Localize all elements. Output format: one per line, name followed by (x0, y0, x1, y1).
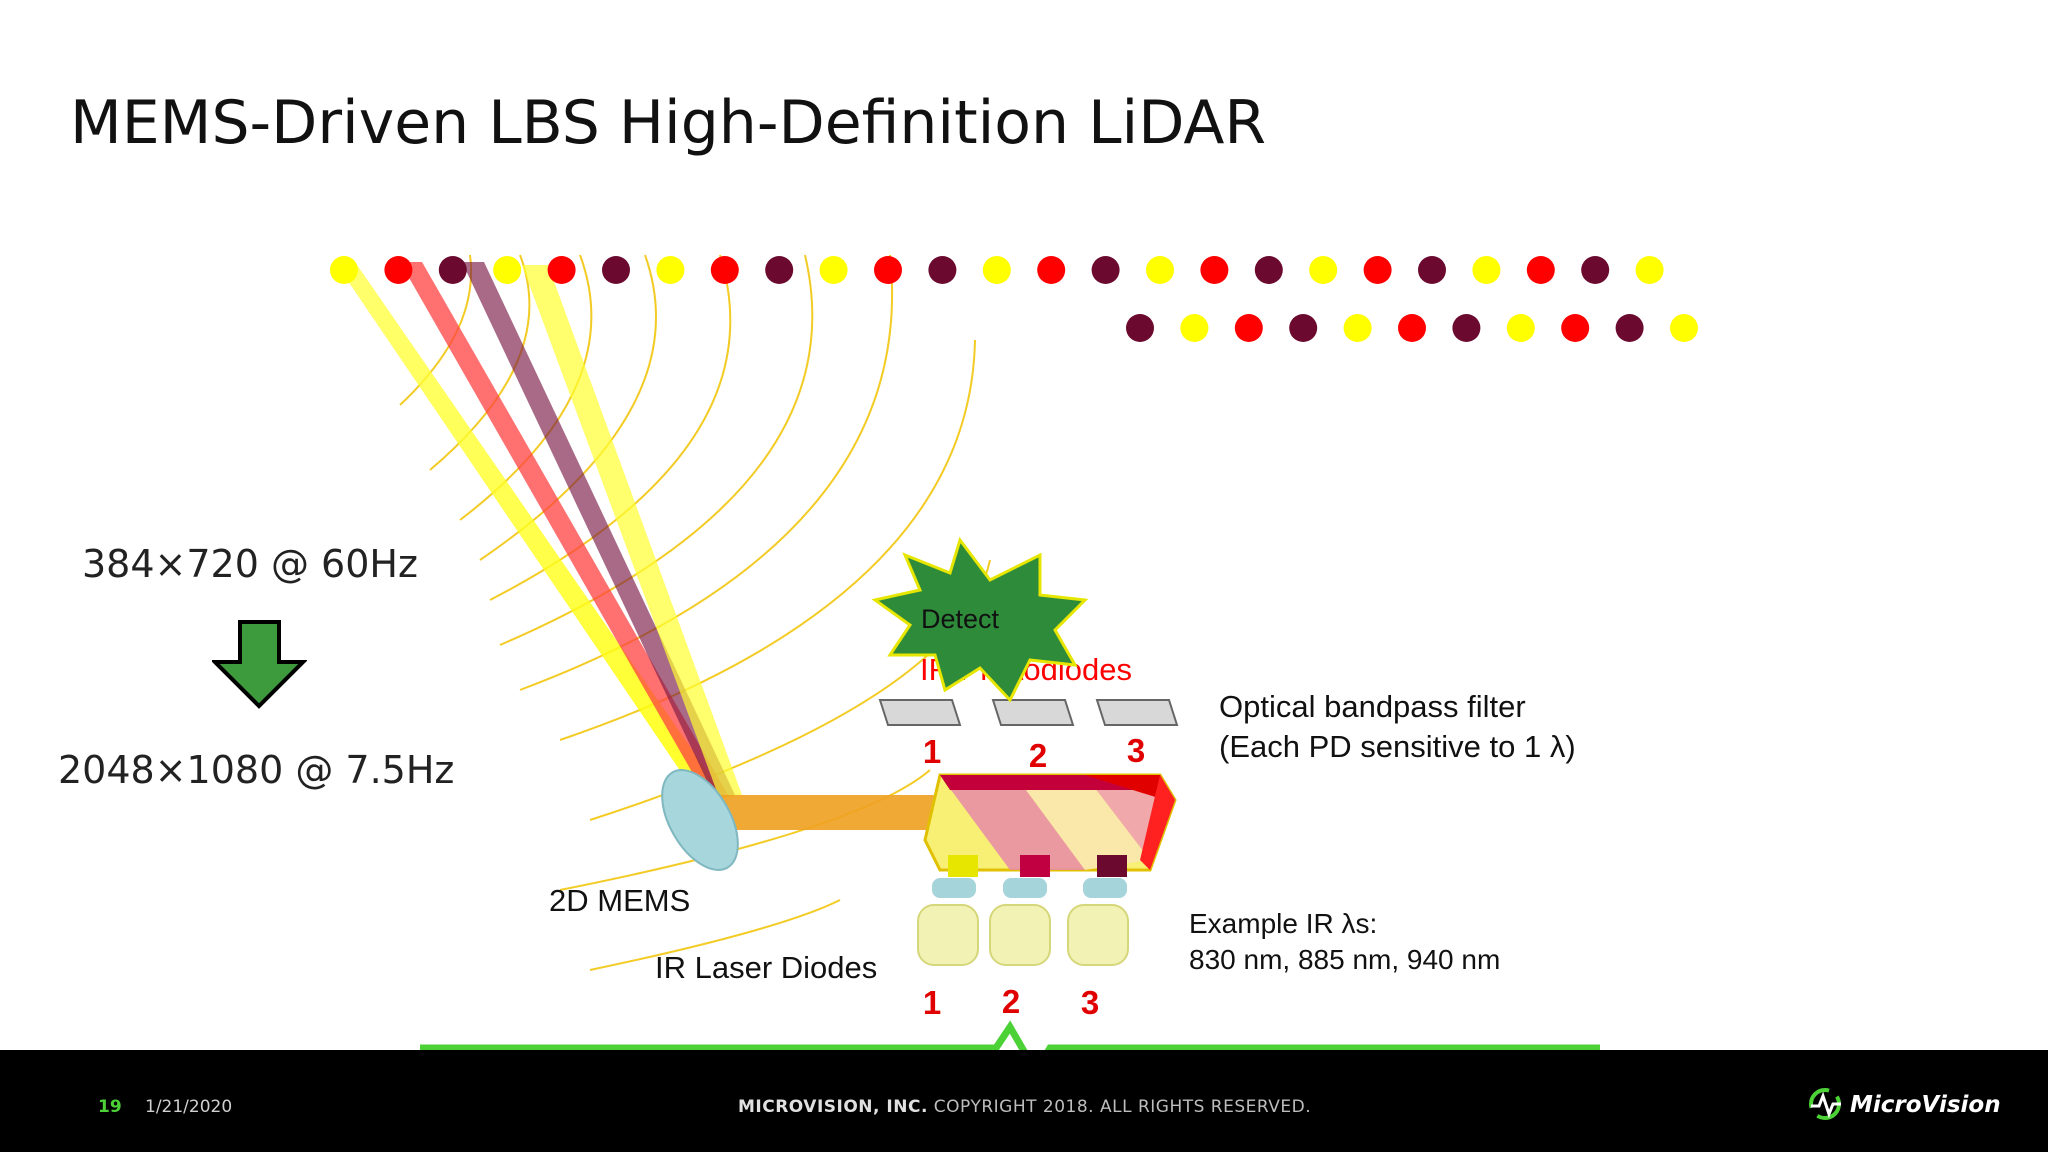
company-name: MICROVISION, INC. (738, 1097, 928, 1117)
scan-dot-yellow (1343, 314, 1372, 342)
microvision-logo-icon (1809, 1088, 1841, 1120)
scan-dot-maroon (1615, 314, 1644, 342)
resolution-after: 2048×1080 @ 7.5Hz (58, 748, 455, 792)
laser-number-3: 3 (1081, 984, 1099, 1021)
mems-mirror (661, 769, 739, 871)
photodiode-filter-1 (878, 699, 962, 726)
laser-diode-3 (1067, 855, 1129, 966)
burst-shape (871, 536, 1089, 703)
scan-dot-yellow (1180, 314, 1209, 342)
laser-number-2: 2 (1002, 983, 1020, 1020)
combined-beam (700, 795, 945, 830)
scan-dot-red (1398, 314, 1426, 342)
down-arrow-icon (212, 620, 307, 709)
yellow-beam (335, 262, 720, 800)
scan-dot-red (1363, 256, 1392, 284)
scan-dot-yellow (982, 256, 1011, 284)
scan-dot-yellow (1506, 314, 1535, 342)
accent-line (420, 1020, 1600, 1050)
scan-dot-maroon (765, 256, 794, 284)
scan-dot-yellow (1472, 256, 1501, 284)
laser-number-1: 1 (923, 984, 941, 1021)
scan-dot-yellow (819, 256, 848, 284)
laser-numbers: 1 2 3 (923, 983, 1099, 1021)
scan-dot-yellow (656, 256, 685, 284)
wavelength-label-line1: Example IR λs: (1189, 908, 1377, 939)
filter-label-line1: Optical bandpass filter (1219, 689, 1526, 724)
wavelength-label-line2: 830 nm, 885 nm, 940 nm (1189, 944, 1500, 975)
scan-dot-red (1526, 256, 1555, 284)
photodiode-number-1: 1 (923, 733, 941, 770)
combiner-block (923, 773, 1177, 872)
page-number: 19 (98, 1097, 122, 1117)
photodiode-number-2: 2 (1029, 737, 1047, 774)
maroon-beam (462, 262, 735, 800)
footer-date: 1/21/2020 (145, 1097, 233, 1117)
scan-dot-red (384, 256, 413, 284)
scan-dot-maroon (1126, 314, 1154, 342)
scan-dot-maroon (1289, 314, 1318, 342)
scan-dot-red (710, 256, 739, 284)
scan-dot-maroon (1452, 314, 1481, 342)
scan-dot-yellow (493, 256, 522, 284)
detect-label: Detect (921, 604, 1000, 634)
scan-dot-yellow (1309, 256, 1338, 284)
scan-dot-maroon (1418, 256, 1446, 284)
slide-title: MEMS-Driven LBS High-Definition LiDAR (70, 88, 1267, 158)
scan-dot-red (1561, 314, 1590, 342)
scan-dot-yellow (1146, 256, 1174, 284)
logo-text: MicroVision (1850, 1092, 2001, 1118)
copyright-text: COPYRIGHT 2018. ALL RIGHTS RESERVED. (927, 1097, 1312, 1117)
laser-diode-2 (989, 855, 1051, 966)
red-beam (400, 262, 728, 800)
scan-dot-red (1234, 314, 1263, 342)
copyright-notice: MICROVISION, INC. COPYRIGHT 2018. ALL RI… (738, 1097, 1311, 1117)
scan-dot-maroon (1254, 256, 1283, 284)
resolution-before: 384×720 @ 60Hz (82, 542, 418, 586)
scan-dot-maroon (1581, 256, 1610, 284)
scan-dot-maroon (1091, 256, 1120, 284)
scan-dot-yellow (1635, 256, 1664, 284)
photodiode-numbers: 1 2 3 (923, 732, 1145, 774)
scan-dot-red (874, 256, 902, 284)
lidar-diagram: IR Photodiodes Detect 1 2 3 1 2 3 Optica… (330, 254, 1698, 1050)
scan-dot-maroon (602, 256, 630, 284)
photodiode-filter-2 (991, 699, 1075, 726)
scan-dot-red (1037, 256, 1066, 284)
mems-label: 2D MEMS (549, 883, 690, 918)
yellow-beam-2 (522, 265, 742, 800)
laser-beams (335, 262, 742, 800)
scan-dot-red (547, 256, 576, 284)
scan-dot-maroon (928, 256, 957, 284)
laser-label: IR Laser Diodes (655, 950, 877, 985)
scan-dot-yellow (1670, 314, 1698, 342)
scan-dot-maroon (438, 256, 467, 284)
detect-burst: Detect (871, 536, 1089, 703)
scan-dots (330, 256, 1698, 342)
filter-label-line2: (Each PD sensitive to 1 λ) (1219, 729, 1576, 764)
photodiode-filter-3 (1095, 699, 1179, 726)
laser-diode-1 (917, 855, 979, 966)
photodiode-number-3: 3 (1127, 732, 1145, 769)
scan-dot-yellow (330, 256, 358, 284)
scan-dot-red (1200, 256, 1229, 284)
footer-bar (0, 1050, 2048, 1152)
